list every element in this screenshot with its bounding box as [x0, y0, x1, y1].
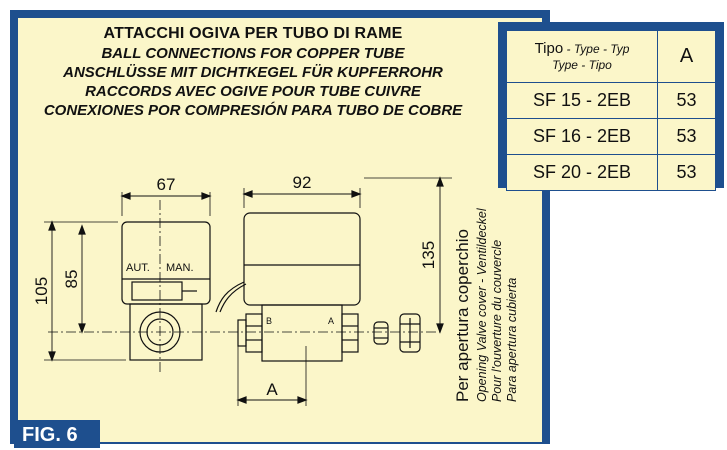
label-aut: AUT.: [126, 262, 150, 274]
actuator-body-side: [243, 212, 361, 306]
row-a-value: 53: [657, 82, 716, 119]
dim-text-67: 67: [157, 175, 176, 194]
table-header-row: Tipo - Type - Typ Type - Tipo A: [506, 30, 716, 83]
cover-note-spanish: Para apertura cubierta: [505, 278, 519, 402]
title-german: ANSCHLÜSSE MIT DICHTKEGEL FÜR KUPFERROHR: [63, 64, 443, 81]
title-french: RACCORDS AVEC OGIVE POUR TUBE CUIVRE: [85, 83, 421, 100]
header-type-alt2: Type - Tipo: [552, 57, 612, 72]
header-type-sep: -: [563, 41, 574, 56]
cover-note-italian: Per apertura coperchio: [453, 229, 472, 402]
port-label-a: A: [328, 316, 334, 326]
dim-text-135: 135: [419, 241, 438, 269]
header-type-alt1: Type - Typ: [573, 41, 630, 56]
row-model: SF 20 - 2EB: [506, 154, 658, 191]
header-a: A: [657, 30, 716, 83]
row-a-value: 53: [657, 118, 716, 155]
dim-text-85: 85: [62, 270, 81, 289]
port-label-b: B: [266, 316, 272, 326]
table-row: SF 16 - 2EB 53: [506, 118, 716, 155]
table-row: SF 20 - 2EB 53: [506, 154, 716, 191]
fitting-right: [341, 313, 359, 353]
dim-text-105: 105: [32, 277, 51, 305]
cover-note-english: Opening Valve cover - Ventildeckel: [475, 207, 489, 402]
manual-lever: [131, 281, 183, 301]
compression-nut: [399, 313, 421, 353]
row-model: SF 15 - 2EB: [506, 82, 658, 119]
dim-text-92: 92: [293, 173, 312, 192]
title-spanish: CONEXIONES POR COMPRESIÓN PARA TUBO DE C…: [43, 102, 463, 119]
table-row: SF 15 - 2EB 53: [506, 82, 716, 119]
label-man: MAN.: [166, 262, 194, 274]
title-english: BALL CONNECTIONS FOR COPPER TUBE: [101, 45, 405, 62]
title-italian: ATTACCHI OGIVA PER TUBO DI RAME: [103, 25, 403, 42]
fitting-left: [245, 313, 263, 353]
row-a-value: 53: [657, 154, 716, 191]
header-type-main: Tipo: [534, 39, 564, 57]
olive-ring: [373, 321, 389, 345]
power-cable: [215, 281, 245, 313]
figure-label: FIG. 6: [14, 420, 100, 448]
title-block: ATTACCHI OGIVA PER TUBO DI RAME BALL CON…: [18, 24, 488, 120]
type-table: Tipo - Type - Typ Type - Tipo A SF 15 - …: [506, 30, 716, 191]
figure-panel: [18, 18, 542, 442]
header-type: Tipo - Type - Typ Type - Tipo: [506, 30, 658, 83]
dim-text-a: A: [266, 380, 278, 399]
valve-body-side: [261, 304, 343, 362]
row-model: SF 16 - 2EB: [506, 118, 658, 155]
cover-note-french: Pour l'ouverture du couvercle: [490, 240, 504, 402]
